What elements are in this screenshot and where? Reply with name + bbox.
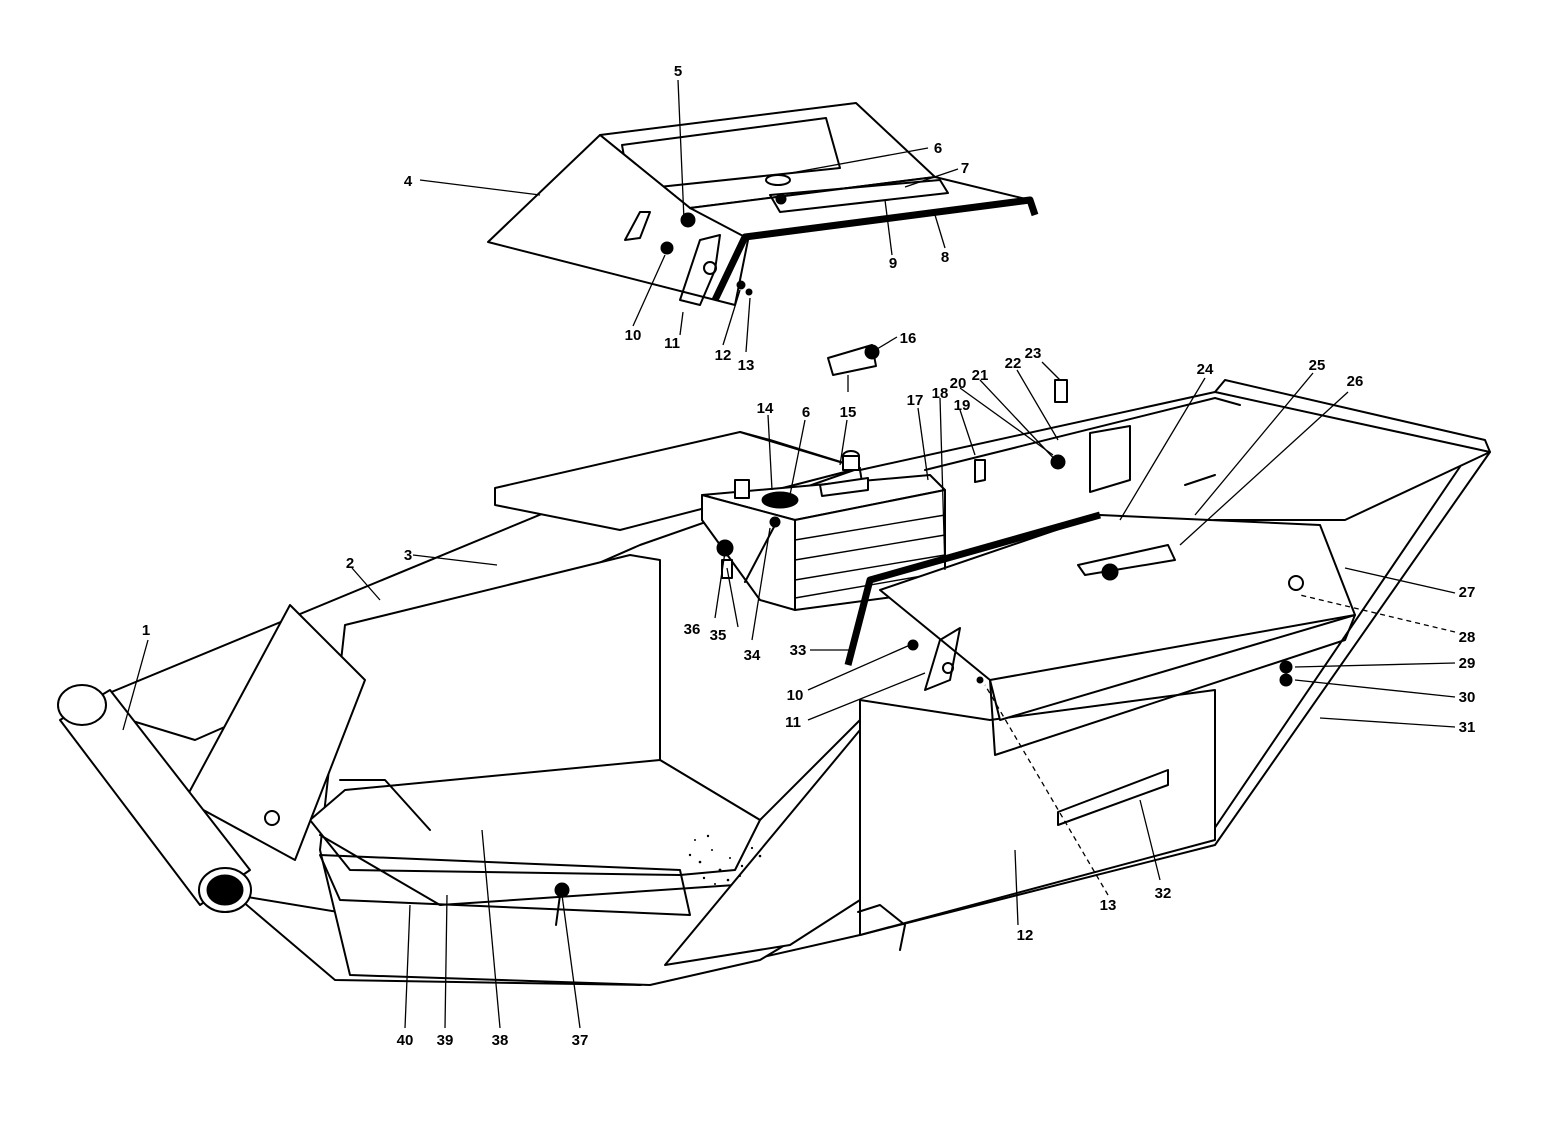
callout-30: 30 bbox=[1459, 689, 1476, 706]
callout-21: 21 bbox=[972, 367, 989, 384]
main-body bbox=[57, 379, 1491, 986]
tank-cover bbox=[844, 379, 1356, 756]
callout-38: 38 bbox=[492, 1032, 509, 1049]
callout-40: 40 bbox=[397, 1032, 414, 1049]
callout-12: 12 bbox=[1017, 927, 1034, 944]
callout-1: 1 bbox=[142, 622, 150, 639]
hinge-bracket bbox=[857, 904, 906, 951]
callout-13: 13 bbox=[1100, 897, 1117, 914]
callout-32: 32 bbox=[1155, 885, 1172, 902]
callout-6: 6 bbox=[934, 140, 942, 157]
rear-brace bbox=[664, 729, 861, 966]
callout-8: 8 bbox=[941, 249, 949, 266]
callout-19: 19 bbox=[954, 397, 971, 414]
callout-26: 26 bbox=[1347, 373, 1364, 390]
callout-33: 33 bbox=[790, 642, 807, 659]
callout-11: 11 bbox=[785, 714, 801, 731]
callout-25: 25 bbox=[1309, 357, 1326, 374]
callout-22: 22 bbox=[1005, 355, 1022, 372]
knob bbox=[827, 344, 877, 376]
callout-14: 14 bbox=[757, 400, 774, 417]
hood-deck-recess bbox=[769, 179, 949, 213]
callout-9: 9 bbox=[889, 255, 897, 272]
callout-6: 6 bbox=[802, 404, 810, 421]
callout-4: 4 bbox=[404, 173, 413, 190]
callout-10: 10 bbox=[787, 687, 804, 704]
callout-20: 20 bbox=[950, 375, 967, 392]
leader-lines bbox=[122, 79, 1456, 1029]
callout-39: 39 bbox=[437, 1032, 454, 1049]
front-frame-plate bbox=[184, 604, 366, 861]
callouts: 1 2 3 4 5 6 6 7 8 9 10 10 11 11 12 12 13… bbox=[142, 63, 1476, 1049]
bolt-37 bbox=[554, 882, 570, 898]
callout-36: 36 bbox=[684, 621, 701, 638]
callout-5: 5 bbox=[674, 63, 682, 80]
callout-35: 35 bbox=[710, 627, 727, 644]
battery bbox=[701, 450, 946, 611]
hood-latch bbox=[679, 234, 721, 306]
callout-24: 24 bbox=[1197, 361, 1214, 378]
callout-13: 13 bbox=[738, 357, 755, 374]
callout-34: 34 bbox=[744, 647, 761, 664]
callout-15: 15 bbox=[840, 404, 857, 421]
hood-assembly bbox=[487, 102, 1039, 306]
texture-speckle bbox=[688, 834, 762, 885]
callout-28: 28 bbox=[1459, 629, 1476, 646]
callout-17: 17 bbox=[907, 392, 924, 409]
callout-11: 11 bbox=[664, 335, 680, 352]
callout-23: 23 bbox=[1025, 345, 1042, 362]
callout-2: 2 bbox=[346, 555, 354, 572]
callout-3: 3 bbox=[404, 547, 412, 564]
bumper-tube bbox=[57, 684, 252, 913]
callout-18: 18 bbox=[932, 385, 949, 402]
callout-31: 31 bbox=[1459, 719, 1476, 736]
callout-29: 29 bbox=[1459, 655, 1476, 672]
callout-27: 27 bbox=[1459, 584, 1476, 601]
callout-10: 10 bbox=[625, 327, 642, 344]
hood-bolt bbox=[660, 241, 674, 255]
callout-37: 37 bbox=[572, 1032, 589, 1049]
side-panel-slot bbox=[1057, 769, 1169, 826]
callout-7: 7 bbox=[961, 160, 969, 177]
callout-12: 12 bbox=[715, 347, 732, 364]
callout-16: 16 bbox=[900, 330, 917, 347]
seat-pan bbox=[309, 759, 761, 876]
